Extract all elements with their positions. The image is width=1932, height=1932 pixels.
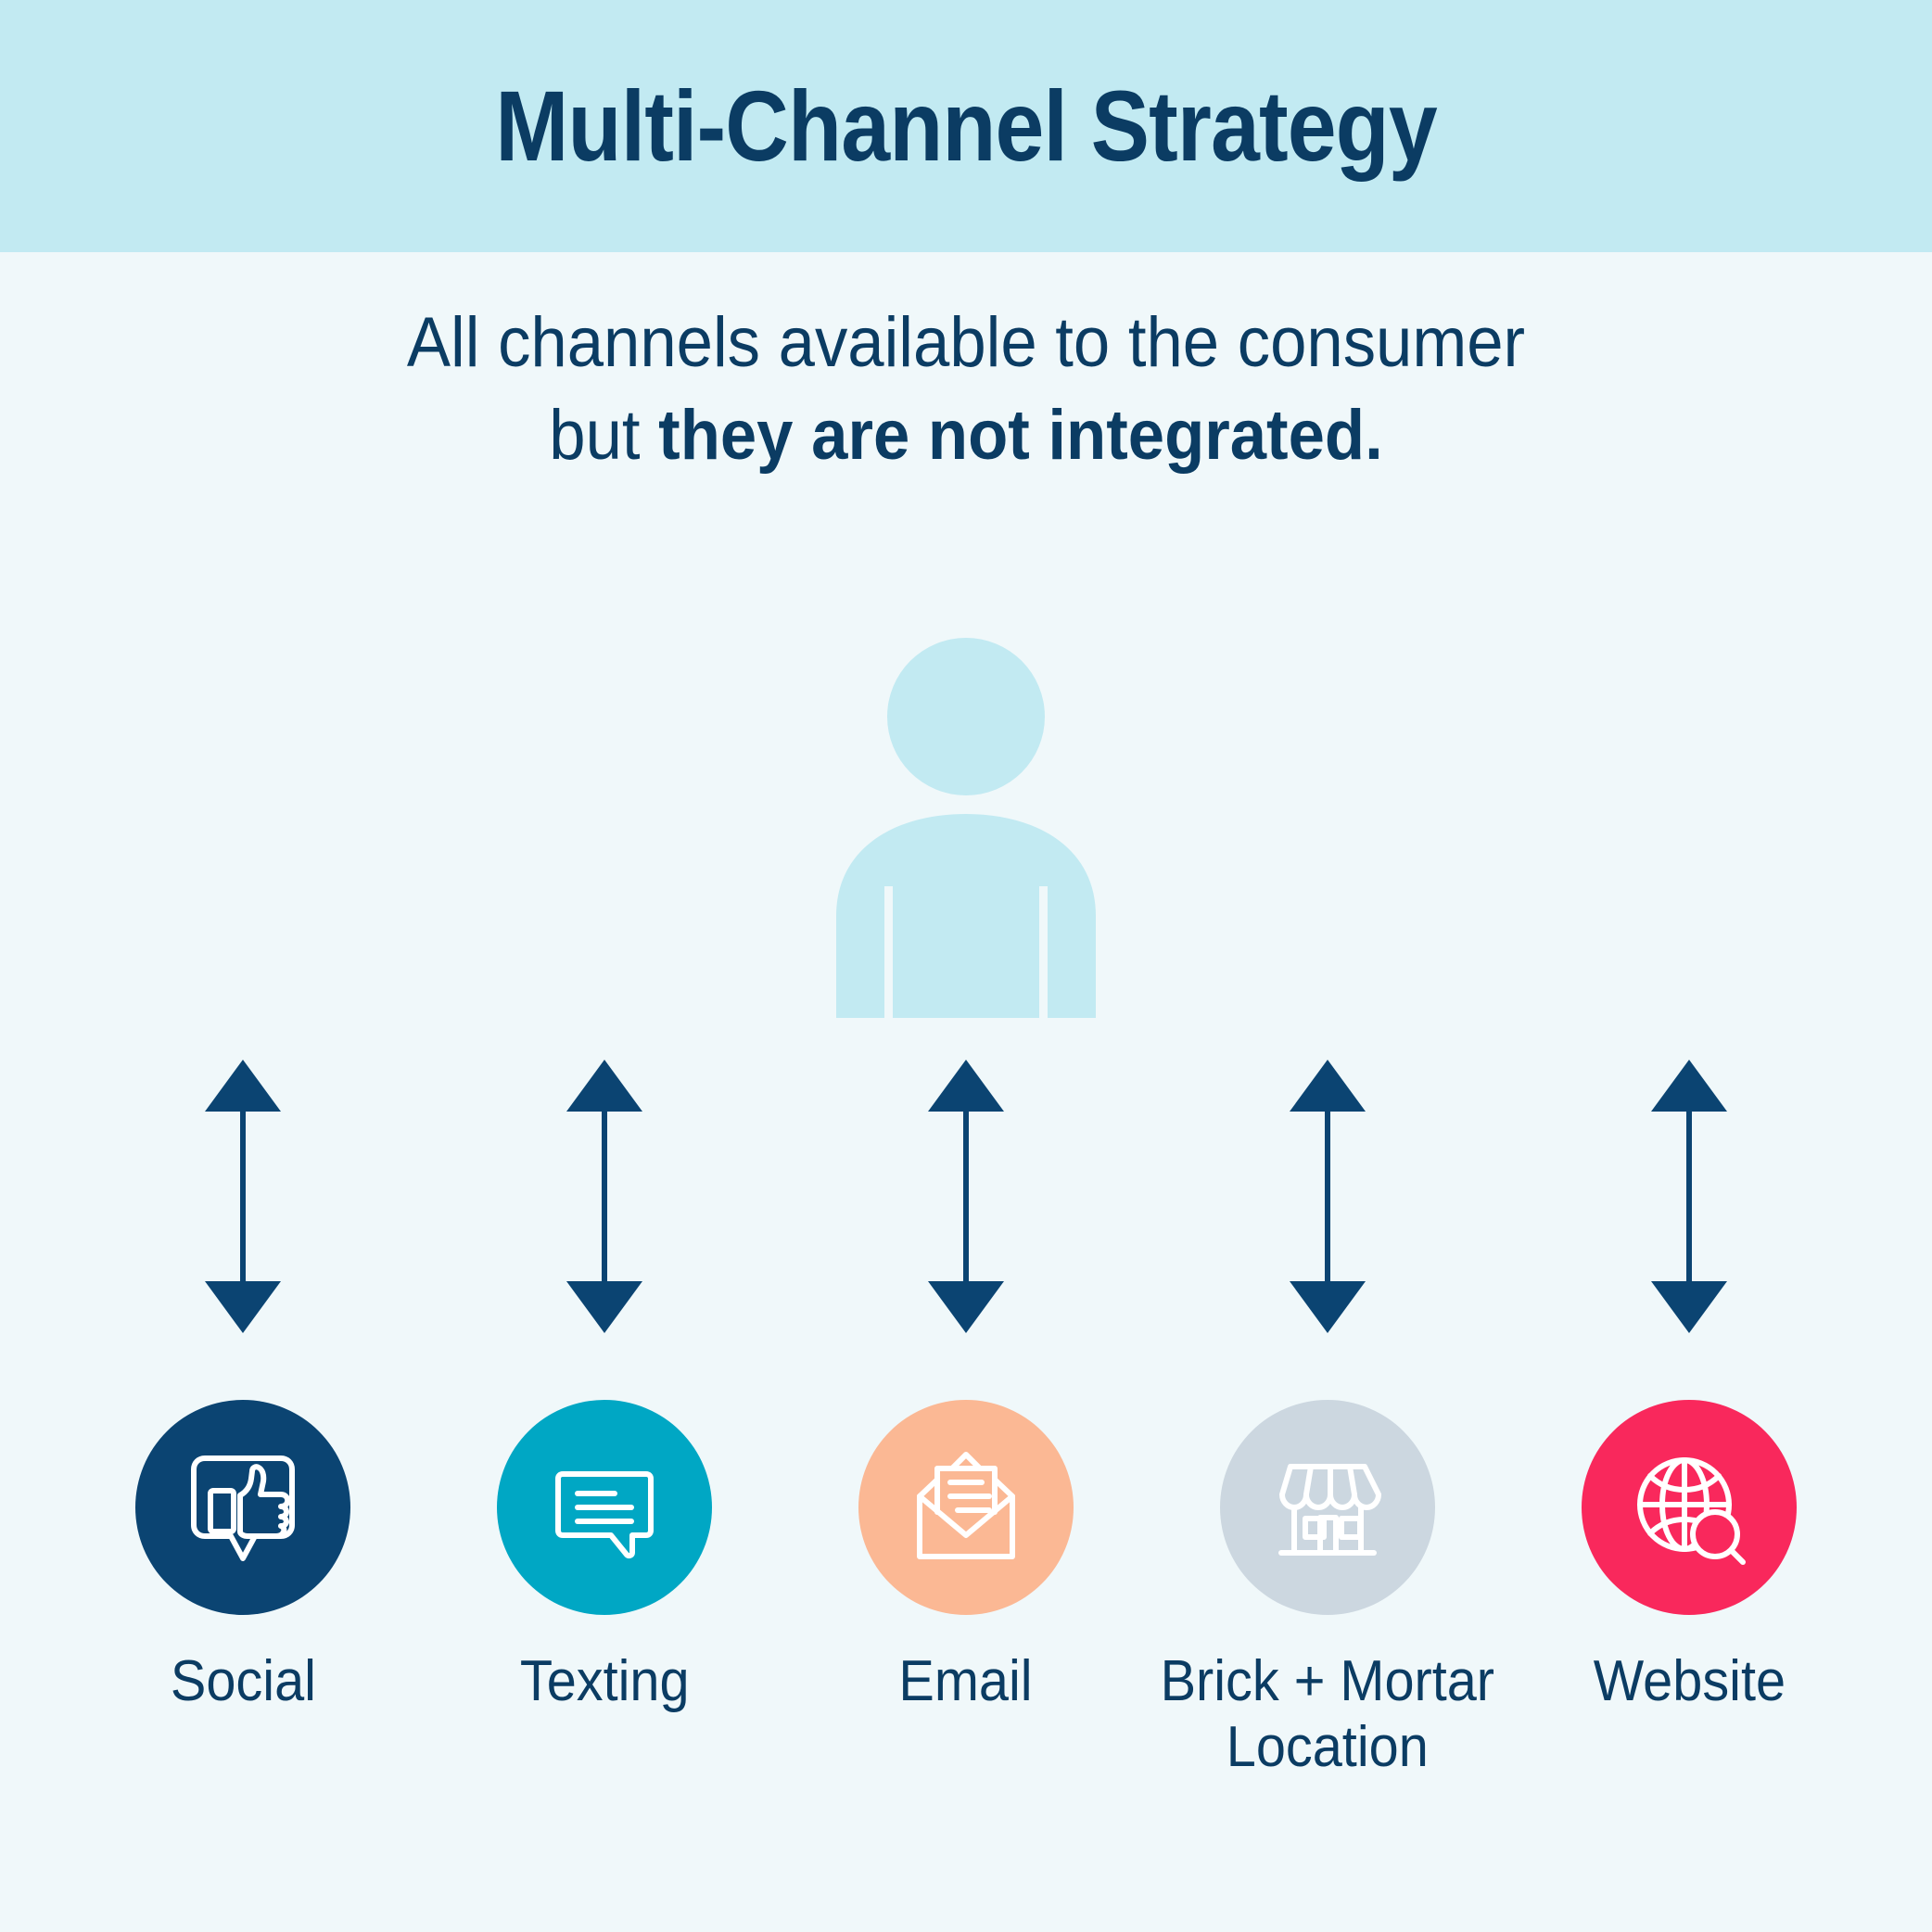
channel-icon-circle-email[interactable] — [858, 1400, 1074, 1615]
channel-label-email: Email — [898, 1649, 1034, 1713]
channel-icon-circle-texting[interactable] — [497, 1400, 712, 1615]
subtitle-line-1: All channels available to the consumer — [406, 303, 1526, 382]
arrow-brick-mortar — [1286, 1052, 1369, 1340]
thumbs-up-speech-bubble-icon — [191, 1455, 295, 1561]
channels-row: Social Texting — [0, 1052, 1932, 1781]
subtitle-line-2-emphasis: they are not integrated. — [658, 396, 1383, 476]
header-band: Multi-Channel Strategy — [0, 0, 1932, 252]
open-envelope-letter-icon — [917, 1452, 1015, 1559]
subtitle: All channels available to the consumer b… — [0, 297, 1932, 483]
channel-icon-circle-website[interactable] — [1582, 1400, 1797, 1615]
channel-social[interactable]: Social — [62, 1052, 424, 1714]
arrow-texting — [563, 1052, 646, 1340]
subtitle-line-2: but they are not integrated. — [68, 389, 1864, 482]
page-title: Multi-Channel Strategy — [495, 70, 1437, 182]
consumer-person-icon — [827, 638, 1105, 1018]
channel-email[interactable]: Email — [785, 1052, 1147, 1714]
channel-icon-circle-social[interactable] — [135, 1400, 350, 1615]
arrow-website — [1647, 1052, 1731, 1340]
subtitle-line-2-prefix: but — [549, 396, 659, 476]
channel-brick-mortar[interactable]: Brick + Mortar Location — [1147, 1052, 1508, 1781]
channel-texting[interactable]: Texting — [424, 1052, 785, 1714]
channel-label-social: Social — [170, 1649, 316, 1713]
channel-icon-circle-brick-mortar[interactable] — [1220, 1400, 1435, 1615]
channel-label-brick-mortar: Brick + Mortar Location — [1160, 1649, 1495, 1780]
globe-magnifier-icon — [1637, 1457, 1746, 1565]
channel-label-website: Website — [1593, 1649, 1786, 1713]
channel-website[interactable]: Website — [1508, 1052, 1870, 1714]
arrow-email — [924, 1052, 1008, 1340]
chat-bubble-lines-icon — [555, 1471, 654, 1559]
arrow-social — [201, 1052, 285, 1340]
channel-label-texting: Texting — [519, 1649, 690, 1713]
storefront-icon — [1278, 1464, 1381, 1556]
